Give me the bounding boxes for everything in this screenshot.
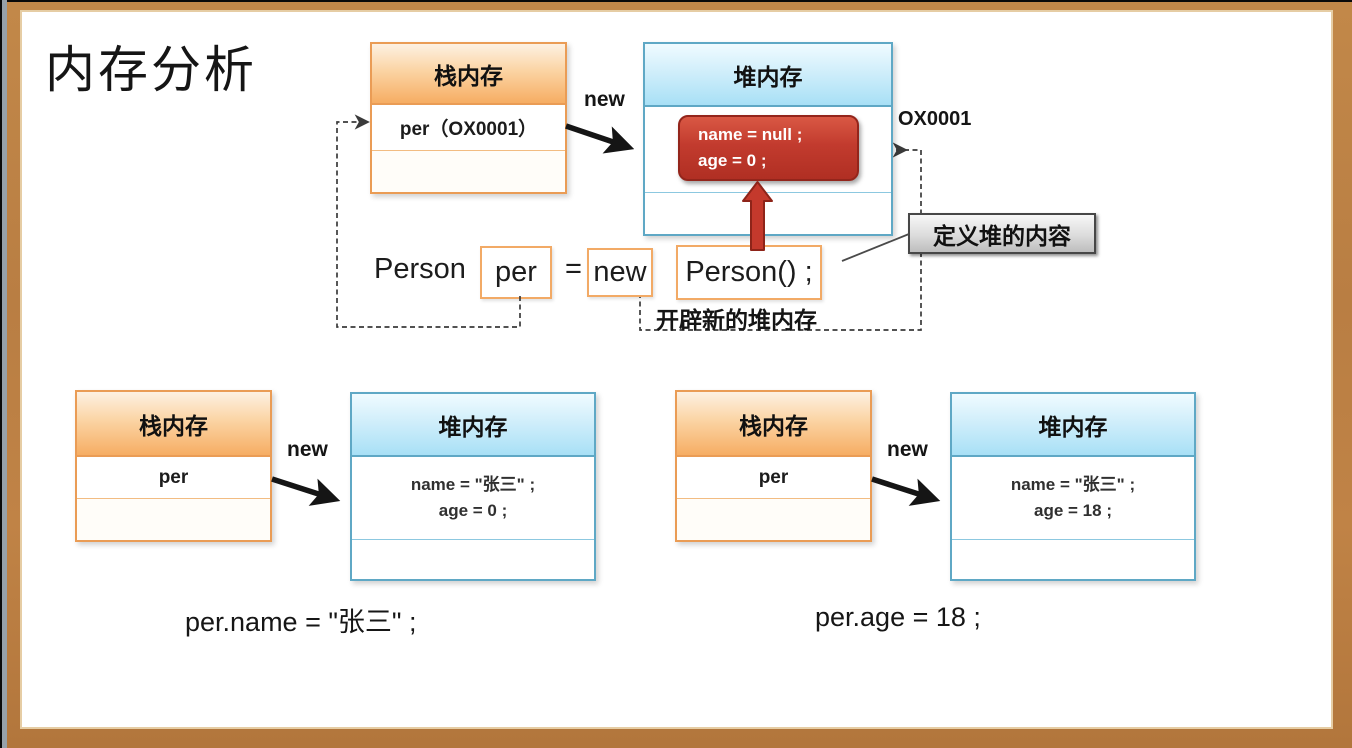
heap-memory-header: 堆内存 [645,44,891,107]
heap-memory-box-bottom-right: 堆内存 name = "张三" ; age = 18 ; [950,392,1196,581]
code-box-per: per [480,246,552,299]
heap-memory-box-bottom-left: 堆内存 name = "张三" ; age = 0 ; [350,392,596,581]
stack-memory-box-top: 栈内存 per（OX0001） [370,42,567,194]
object-field-age: age = 18 ; [1034,501,1112,520]
stack-memory-header: 栈内存 [77,392,270,457]
code-box-constructor: Person() ; [676,245,822,300]
note-allocate-new-heap: 开辟新的堆内存 [656,307,817,333]
heap-object-row: name = "张三" ; age = 18 ; [952,457,1194,540]
stack-row-empty [372,151,565,192]
object-field-name: name = "张三" ; [410,474,536,494]
heap-row-empty [645,193,891,234]
object-field-name: name = "张三" ; [1010,474,1136,494]
statement-set-name: per.name = "张三" ; [185,607,417,637]
callout-define-heap-content: 定义堆的内容 [908,213,1096,254]
new-label-top: new [584,88,625,111]
heap-row-empty [952,540,1194,579]
stack-memory-header: 栈内存 [677,392,870,457]
code-type-person: Person [374,253,466,285]
stack-row-empty [677,499,870,540]
new-label-bottom-left: new [287,438,328,461]
object-field-name: name = null ; [698,124,803,144]
code-box-new: new [587,248,653,297]
stack-row-empty [77,499,270,540]
statement-set-age: per.age = 18 ; [815,602,981,632]
heap-memory-box-top: 堆内存 name = null ; age = 0 ; [643,42,893,236]
heap-object-row: name = "张三" ; age = 0 ; [352,457,594,540]
heap-row-empty [352,540,594,579]
code-equals: = [565,253,582,285]
object-field-age: age = 0 ; [698,151,767,170]
left-edge-strip [2,0,7,748]
stack-row-per: per [677,457,870,499]
heap-object-box: name = null ; age = 0 ; [678,115,859,181]
stack-memory-box-bottom-right: 栈内存 per [675,390,872,542]
heap-object-row: name = null ; age = 0 ; [645,107,891,193]
stack-row-per-address: per（OX0001） [372,105,565,151]
heap-memory-header: 堆内存 [352,394,594,457]
new-label-bottom-right: new [887,438,928,461]
object-field-age: age = 0 ; [438,501,508,520]
address-label: OX0001 [898,108,972,130]
stack-row-per: per [77,457,270,499]
page-title: 内存分析 [45,42,257,98]
stack-memory-header: 栈内存 [372,44,565,105]
stack-memory-box-bottom-left: 栈内存 per [75,390,272,542]
heap-memory-header: 堆内存 [952,394,1194,457]
